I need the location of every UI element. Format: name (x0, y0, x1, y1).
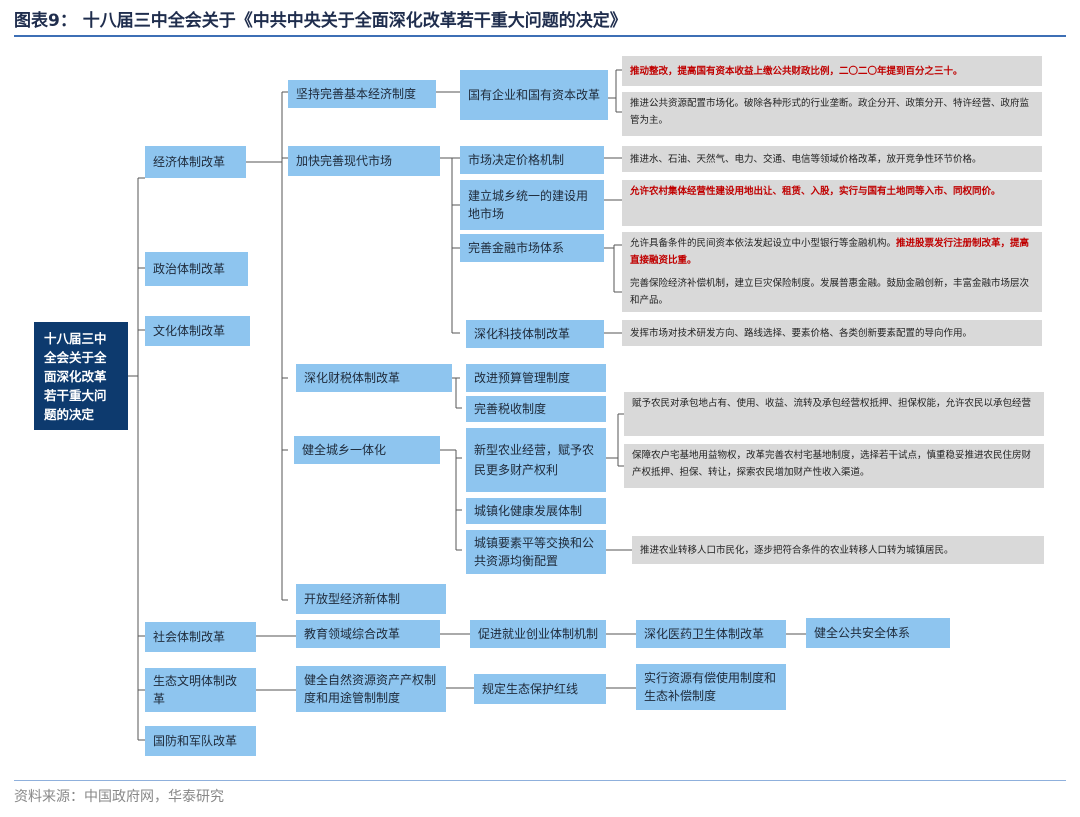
node-budget-management: 改进预算管理制度 (466, 364, 606, 392)
node-finance-market: 完善金融市场体系 (460, 234, 604, 262)
node-defense-reform: 国防和军队改革 (145, 726, 256, 756)
note-soe-1: 推动整改，提高国有资本收益上缴公共财政比例，二〇二〇年提到百分之三十。 (622, 56, 1042, 86)
node-employment: 促进就业创业体制机制 (470, 620, 606, 648)
node-soe-reform: 国有企业和国有资本改革 (460, 70, 608, 120)
node-public-safety: 健全公共安全体系 (806, 618, 950, 648)
node-eco-redline: 规定生态保护红线 (474, 674, 606, 704)
note-land: 允许农村集体经营性建设用地出让、租赁、入股，实行与国有土地同等入市、同权同价。 (622, 180, 1042, 226)
node-modern-market: 加快完善现代市场 (288, 146, 440, 176)
note-finance-1b: 推进股票发行注册制改革，提高直接融资比重。 (630, 238, 1030, 266)
note-soe-1-text: 推动整改，提高国有资本收益上缴公共财政比例，二〇二〇年提到百分之三十。 (630, 65, 963, 77)
node-education-reform: 教育领域综合改革 (296, 620, 440, 648)
page-title: 图表9： 十八届三中全会关于《中共中央关于全面深化改革若干重大问题的决定》 (14, 11, 627, 31)
node-factor-exchange: 城镇要素平等交换和公共资源均衡配置 (466, 530, 606, 574)
note-finance-1a: 允许具备条件的民间资本依法发起设立中小型银行等金融机构。 (630, 238, 897, 249)
note-pricing: 推进水、石油、天然气、电力、交通、电信等领域价格改革，放开竞争性环节价格。 (622, 146, 1042, 172)
node-ecology-reform: 生态文明体制改革 (145, 668, 256, 712)
node-pricing-mechanism: 市场决定价格机制 (460, 146, 604, 174)
root-node: 十八届三中全会关于全面深化改革若干重大问题的决定 (34, 322, 128, 430)
note-finance-1: 允许具备条件的民间资本依法发起设立中小型银行等金融机构。推进股票发行注册制改革，… (622, 232, 1042, 272)
note-tech: 发挥市场对技术研发方向、路线选择、要素价格、各类创新要素配置的导向作用。 (622, 320, 1042, 346)
node-urbanization: 城镇化健康发展体制 (466, 498, 606, 524)
node-medical-reform: 深化医药卫生体制改革 (636, 620, 786, 648)
node-culture-reform: 文化体制改革 (145, 316, 250, 346)
node-land-market: 建立城乡统一的建设用地市场 (460, 180, 604, 230)
node-society-reform: 社会体制改革 (145, 622, 256, 652)
node-fiscal-reform: 深化财税体制改革 (296, 364, 452, 392)
node-tax-system: 完善税收制度 (466, 396, 606, 422)
note-soe-2: 推进公共资源配置市场化。破除各种形式的行业垄断。政企分开、政策分开、特许经营、政… (622, 92, 1042, 136)
node-new-agriculture: 新型农业经营，赋予农民更多财产权利 (466, 428, 606, 492)
note-land-text: 允许农村集体经营性建设用地出让、租赁、入股，实行与国有土地同等入市、同权同价。 (630, 186, 1001, 197)
node-open-economy: 开放型经济新体制 (296, 584, 446, 614)
node-political-reform: 政治体制改革 (145, 252, 248, 286)
node-tech-reform: 深化科技体制改革 (466, 320, 604, 348)
node-urban-rural: 健全城乡一体化 (294, 436, 440, 464)
node-economy-reform: 经济体制改革 (145, 146, 246, 178)
node-eco-compensation: 实行资源有偿使用制度和生态补偿制度 (636, 664, 786, 710)
node-basic-economic-system: 坚持完善基本经济制度 (288, 80, 436, 108)
note-agri-1: 赋予农民对承包地占有、使用、收益、流转及承包经营权抵押、担保权能，允许农民以承包… (624, 392, 1044, 436)
note-agri-2: 保障农户宅基地用益物权，改革完善农村宅基地制度，选择若干试点，慎重稳妥推进农民住… (624, 444, 1044, 488)
note-finance-2: 完善保险经济补偿机制，建立巨灾保险制度。发展普惠金融。鼓励金融创新，丰富金融市场… (622, 272, 1042, 312)
node-natural-resources: 健全自然资源资产产权制度和用途管制制度 (296, 666, 446, 712)
source-note: 资料来源：中国政府网，华泰研究 (14, 789, 224, 805)
footer-rule (14, 780, 1066, 781)
title-rule (14, 35, 1066, 37)
note-factors: 推进农业转移人口市民化，逐步把符合条件的农业转移人口转为城镇居民。 (632, 536, 1044, 564)
